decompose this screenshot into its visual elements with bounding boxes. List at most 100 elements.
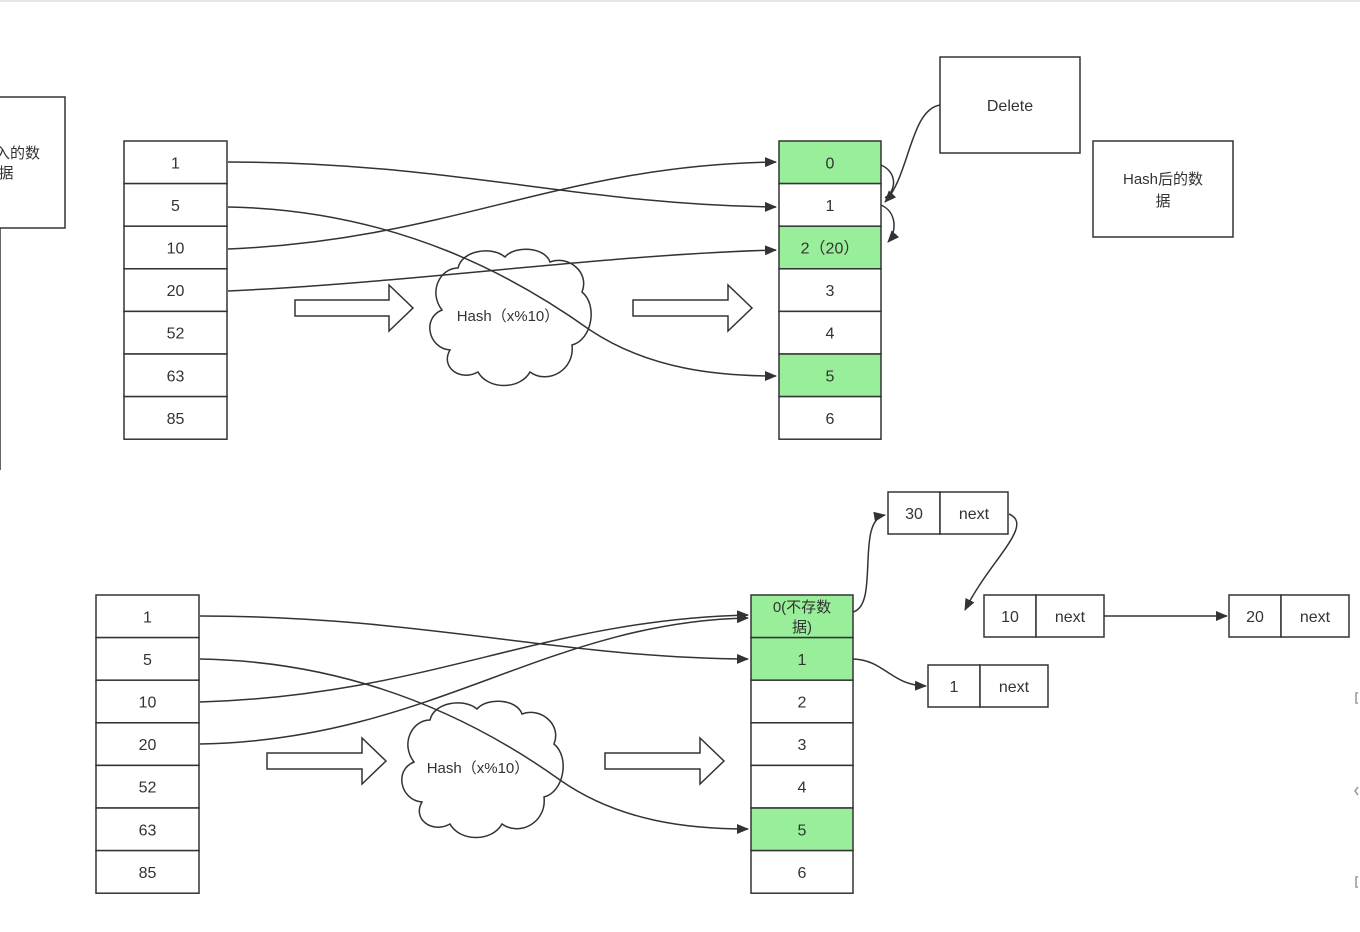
- top-slot-box: [778, 140, 882, 185]
- bottom-input-cell-5: 63: [95, 807, 200, 852]
- bottom-input-cell-6: 85: [95, 849, 200, 894]
- bottom-slot-6: 6: [750, 849, 854, 894]
- top-input-cell-box: [123, 353, 228, 398]
- top-input-cell-box: [123, 310, 228, 355]
- top-slot-box: [778, 395, 882, 440]
- top-slot-1: 1: [778, 182, 882, 227]
- bottom-slot-label: 6: [798, 865, 807, 882]
- map-20-to-0: [199, 613, 749, 745]
- bottom-input-cell-box: [95, 849, 200, 894]
- bottom-input-cell-box: [95, 722, 200, 767]
- bottom-slot-4: 4: [750, 764, 854, 809]
- top-slot-box: [778, 182, 882, 227]
- bottom-slot-box: [750, 764, 854, 809]
- node-10-value: 10: [1001, 609, 1019, 626]
- bottom-input-cell-box: [95, 679, 200, 724]
- slot1-to-node1: [852, 658, 927, 691]
- bottom-input-cell-box: [95, 807, 200, 852]
- node-10-next-label: next: [1055, 609, 1086, 626]
- bottom-slot-1: 1: [750, 636, 854, 681]
- bottom-input-cell-label: 85: [139, 865, 157, 882]
- map-5-to-5: [199, 658, 749, 834]
- bottom-slot-label: 5: [798, 822, 807, 839]
- map-5-to-5: [227, 206, 777, 381]
- map-10-to-0: [227, 157, 777, 250]
- top-slot-0: 0: [778, 140, 882, 185]
- top-output-arrow: [632, 283, 754, 333]
- bottom-hash-label: Hash（x%10）: [427, 760, 530, 777]
- bottom-output-arrow: [604, 736, 726, 786]
- bottom-input-cell-1: 5: [95, 636, 200, 681]
- map-1-to-1: [227, 161, 777, 212]
- node-10-value-box: [983, 594, 1037, 638]
- hashed-note-line1: Hash后的数: [1123, 171, 1203, 188]
- top-input-cell-label: 5: [171, 198, 180, 215]
- bottom-slot-label: 2: [798, 695, 807, 712]
- node-1-value: 1: [950, 679, 959, 696]
- bottom-input-cell-3: 20: [95, 722, 200, 767]
- bottom-input-cell-4: 52: [95, 764, 200, 809]
- node-10-next-box: [1035, 594, 1105, 638]
- left-note-line1: 入的数: [0, 145, 40, 162]
- top-input-cell-box: [123, 395, 228, 440]
- top-slot-2: 2（20）: [778, 225, 882, 270]
- top-slot-label: 5: [826, 368, 835, 385]
- top-input-cell-3: 20: [123, 268, 228, 313]
- bottom-slot-3: 3: [750, 722, 854, 767]
- node-20-next-box: [1280, 594, 1350, 638]
- map-20-to-2: [227, 245, 777, 292]
- node-1-next-label: next: [999, 679, 1030, 696]
- top-slot-box: [778, 225, 882, 270]
- node-30-next-label: next: [959, 506, 990, 523]
- bottom-slot-5: 5: [750, 807, 854, 852]
- top-slot-3: 3: [778, 268, 882, 313]
- top-slot-label: 4: [826, 326, 835, 343]
- bottom-slot-label: 0(不存数: [773, 599, 831, 616]
- edge-glyphs: [1354, 692, 1359, 888]
- top-slot-4: 4: [778, 310, 882, 355]
- bottom-input-cell-label: 5: [143, 652, 152, 669]
- top-slot-5: 5: [778, 353, 882, 398]
- top-slot-label: 3: [826, 283, 835, 300]
- top-mapping-curves: [227, 157, 777, 381]
- slot0-to-node30: [852, 511, 886, 613]
- top-input-cell-box: [123, 182, 228, 227]
- bottom-slot-label: 3: [798, 737, 807, 754]
- bottom-slot-label: 4: [798, 780, 807, 797]
- top-input-cell-label: 1: [171, 155, 180, 172]
- node-20-value: 20: [1246, 609, 1264, 626]
- bottom-input-cell-box: [95, 764, 200, 809]
- bottom-slot-box: [750, 679, 854, 724]
- top-input-cell-label: 20: [167, 283, 185, 300]
- bottom-input-cell-label: 20: [139, 737, 157, 754]
- top-slot-box: [778, 353, 882, 398]
- hashed-note-box: Hash后的数 据: [1092, 140, 1234, 238]
- map-10-to-0: [199, 610, 749, 703]
- bottom-slot-label: 1: [798, 652, 807, 669]
- top-input-cell-1: 5: [123, 182, 228, 227]
- top-input-arrow: [294, 283, 415, 333]
- top-input-cell-label: 63: [167, 368, 185, 385]
- bottom-input-cell-label: 10: [139, 695, 157, 712]
- linked-list-connectors: [852, 511, 1228, 691]
- bottom-input-cell-label: 63: [139, 822, 157, 839]
- top-hash-cloud: Hash（x%10）: [429, 248, 592, 387]
- delete-box: Delete: [939, 56, 1081, 154]
- node-10: 10 next: [983, 594, 1105, 638]
- node-30-next-box: [939, 491, 1009, 535]
- bottom-slot-2: 2: [750, 679, 854, 724]
- top-input-cell-label: 52: [167, 326, 185, 343]
- top-slot-label: 0: [826, 155, 835, 172]
- bottom-slot-0-line2: 据): [792, 619, 812, 636]
- bottom-input-cell-label: 52: [139, 780, 157, 797]
- bottom-input-arrow: [266, 736, 388, 786]
- bottom-mapping-curves: [199, 610, 749, 834]
- bottom-slot-box: [750, 722, 854, 767]
- bottom-input-cell-box: [95, 594, 200, 639]
